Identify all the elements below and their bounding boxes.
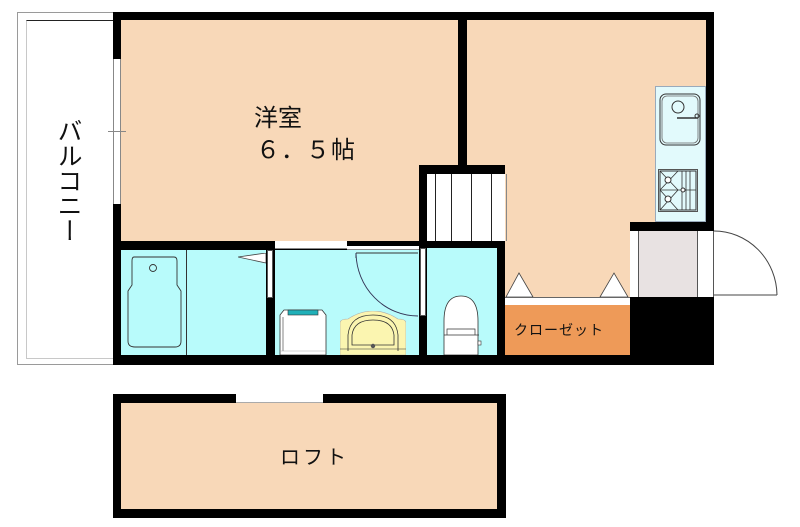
bath-wall-right <box>266 250 275 355</box>
washroom-door-icon <box>355 252 419 318</box>
bathroom <box>121 250 266 355</box>
balcony-label: バルコニー <box>54 118 83 243</box>
washing-machine-icon <box>278 309 328 356</box>
closet-label: クローゼット <box>514 323 604 339</box>
balcony <box>17 12 114 365</box>
balcony-inner-line <box>26 20 114 359</box>
western-room-size: ６．５帖 <box>256 136 356 164</box>
interior-wall-top <box>121 241 419 250</box>
bathroom-divider-line <box>186 250 187 355</box>
western-room <box>121 20 459 242</box>
bathtub-icon <box>126 255 182 350</box>
loft-label: ロフト <box>280 445 349 469</box>
toilet-wall-right <box>497 248 505 355</box>
entrance <box>630 231 706 298</box>
bath-door-icon <box>237 250 268 264</box>
gas-stove-icon <box>658 169 698 212</box>
washbasin-icon <box>339 310 407 356</box>
closet-door-track <box>505 297 630 305</box>
closet <box>505 305 630 355</box>
entrance-top-wall <box>630 222 714 231</box>
closet-doors <box>505 268 630 298</box>
divider-wall <box>458 20 467 167</box>
loft-opening <box>236 394 323 403</box>
entrance-bottom-wall <box>630 297 714 365</box>
stairs <box>427 174 507 241</box>
washroom-door-opening <box>275 241 347 249</box>
hall-floor <box>421 20 459 165</box>
window-mark <box>108 131 126 132</box>
entrance-door-icon <box>713 230 780 298</box>
loft <box>121 403 497 509</box>
toilet-icon <box>443 295 485 356</box>
toilet-wall-left <box>419 248 427 355</box>
washroom-door-sill <box>347 246 419 250</box>
entrance-door-frame <box>706 231 714 298</box>
western-room-name: 洋室 <box>254 104 302 132</box>
kitchen-sink-icon <box>659 93 702 146</box>
